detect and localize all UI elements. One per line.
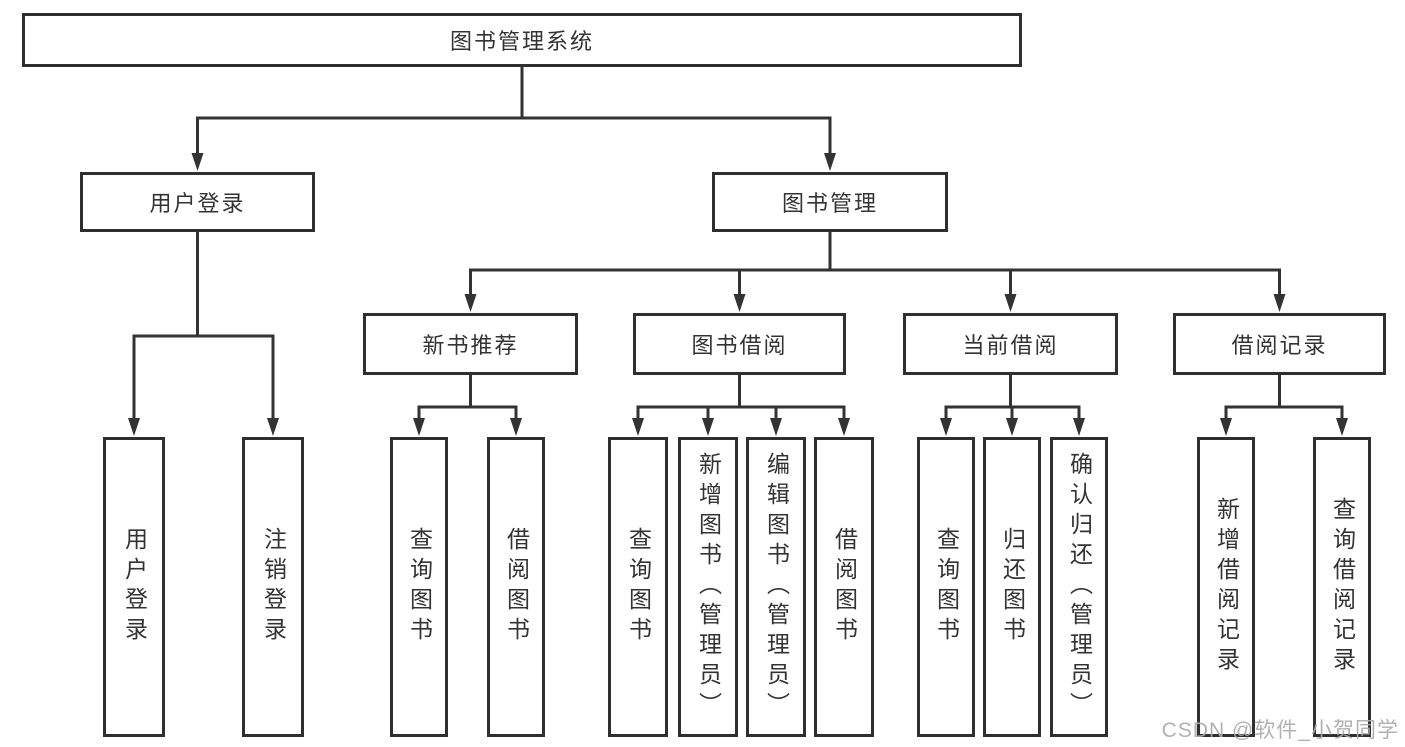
node-label-current-borrow: 当前借阅 (962, 333, 1059, 358)
arrowhead-icon (191, 153, 204, 171)
arrowhead-icon (510, 418, 522, 436)
arrowhead-icon (128, 418, 140, 436)
node-label-leaf-user-login: 用户登录 (121, 527, 148, 647)
node-label-book-borrow: 图书借阅 (691, 333, 788, 358)
arrowhead-icon (824, 153, 836, 171)
node-leaf-bb-borrow: 借阅图书 (814, 437, 874, 737)
node-current-borrow: 当前借阅 (903, 313, 1118, 375)
node-label-leaf-cb-query: 查询图书 (933, 527, 960, 647)
arrowhead-icon (838, 418, 850, 436)
arrowhead-icon (267, 418, 279, 436)
arrowhead-icon (413, 418, 425, 436)
node-label-user-login: 用户登录 (149, 191, 246, 216)
node-label-leaf-logout: 注销登录 (260, 527, 287, 647)
node-leaf-user-login: 用户登录 (103, 437, 165, 737)
arrowhead-icon (1004, 294, 1017, 312)
node-leaf-cb-query: 查询图书 (917, 437, 975, 737)
node-label-leaf-br-query: 查询借阅记录 (1329, 497, 1356, 677)
node-leaf-br-query: 查询借阅记录 (1313, 437, 1371, 737)
arrowhead-icon (733, 294, 746, 312)
node-label-leaf-cb-confirm: 确认归还（管理员） (1066, 452, 1093, 722)
node-label-leaf-rec-query: 查询图书 (406, 527, 433, 647)
node-book-borrow: 图书借阅 (633, 313, 846, 375)
node-leaf-bb-edit: 编辑图书（管理员） (746, 437, 806, 737)
node-label-leaf-bb-add: 新增图书（管理员） (695, 452, 722, 722)
node-label-book-mgmt: 图书管理 (781, 191, 878, 216)
node-leaf-rec-borrow: 借阅图书 (487, 437, 545, 737)
node-label-leaf-cb-return: 归还图书 (999, 527, 1026, 647)
node-user-login: 用户登录 (80, 172, 315, 232)
node-leaf-bb-query: 查询图书 (608, 437, 668, 737)
node-label-leaf-rec-borrow: 借阅图书 (503, 527, 530, 647)
node-leaf-logout: 注销登录 (242, 437, 304, 737)
node-label-leaf-bb-query: 查询图书 (625, 527, 652, 647)
arrowhead-icon (464, 294, 477, 312)
node-label-leaf-bb-edit: 编辑图书（管理员） (763, 452, 790, 722)
node-borrow-records: 借阅记录 (1173, 313, 1386, 375)
arrowhead-icon (940, 418, 952, 436)
arrowhead-icon (1273, 294, 1286, 312)
node-leaf-bb-add: 新增图书（管理员） (678, 437, 738, 737)
node-label-leaf-br-add: 新增借阅记录 (1213, 497, 1240, 677)
node-leaf-rec-query: 查询图书 (390, 437, 448, 737)
node-root: 图书管理系统 (22, 13, 1022, 67)
arrowhead-icon (770, 418, 782, 436)
node-book-mgmt: 图书管理 (712, 172, 948, 232)
arrowhead-icon (1336, 418, 1348, 436)
arrowhead-icon (632, 418, 644, 436)
node-label-borrow-records: 借阅记录 (1231, 333, 1328, 358)
arrowhead-icon (1006, 418, 1018, 436)
arrowhead-icon (1073, 418, 1085, 436)
node-leaf-cb-confirm: 确认归还（管理员） (1050, 437, 1108, 737)
node-new-book-rec: 新书推荐 (363, 313, 578, 375)
node-label-leaf-bb-borrow: 借阅图书 (831, 527, 858, 647)
arrowhead-icon (702, 418, 714, 436)
node-label-root: 图书管理系统 (449, 29, 594, 54)
node-leaf-br-add: 新增借阅记录 (1197, 437, 1255, 737)
node-leaf-cb-return: 归还图书 (983, 437, 1041, 737)
node-label-new-book-rec: 新书推荐 (422, 333, 519, 358)
arrowhead-icon (1220, 418, 1232, 436)
